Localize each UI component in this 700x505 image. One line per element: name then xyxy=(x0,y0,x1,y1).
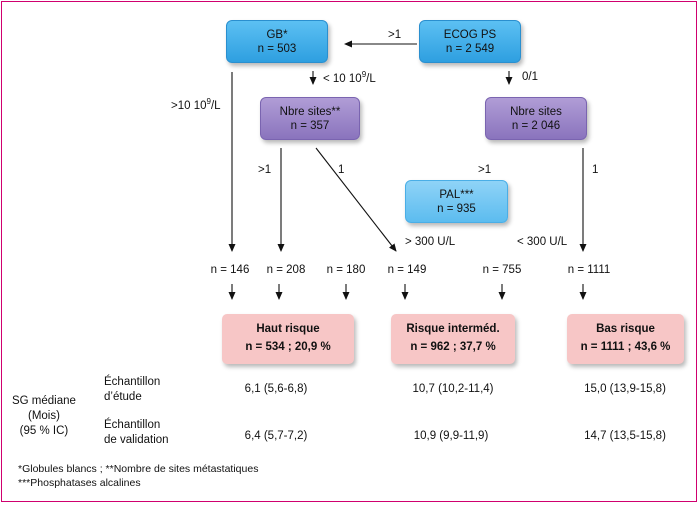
validation-value-intermediate: 10,9 (9,9-11,9) xyxy=(413,430,489,442)
arrow-sites-left-1 xyxy=(315,147,397,252)
node-gb: GB* n = 503 xyxy=(226,20,328,63)
survival-title: SG médiane (Mois) (95 % IC) xyxy=(12,395,76,437)
count-1111: n = 1111 xyxy=(567,264,611,276)
node-sites-right: Nbre sites n = 2 046 xyxy=(485,97,587,140)
risk-group-intermediate-stat: n = 962 ; 37,7 % xyxy=(410,341,496,353)
count-208: n = 208 xyxy=(266,264,306,276)
edge-label-ecog-to-sites: 0/1 xyxy=(522,71,538,83)
count-146: n = 146 xyxy=(210,264,250,276)
node-ecog-count: n = 2 549 xyxy=(445,43,495,55)
node-sites-left: Nbre sites** n = 357 xyxy=(260,97,360,140)
node-gb-count: n = 503 xyxy=(257,43,297,55)
footnotes: *Globules blancs ; **Nombre de sites mét… xyxy=(18,462,258,490)
footnote-2: ***Phosphatases alcalines xyxy=(18,477,141,489)
edge-label-sites-left-gt1: >1 xyxy=(258,164,272,176)
node-sites-right-count: n = 2 046 xyxy=(511,120,561,132)
edge-label-pal-gt1: >1 xyxy=(478,164,492,176)
node-pal-count: n = 935 xyxy=(437,203,476,215)
node-sites-left-count: n = 357 xyxy=(290,120,330,132)
row-label-validation: Échantillon de validation xyxy=(104,419,169,446)
count-180: n = 180 xyxy=(326,264,366,276)
risk-group-low-stat: n = 1111 ; 43,6 % xyxy=(580,341,671,353)
node-pal-label: PAL*** xyxy=(439,189,474,201)
risk-group-high-label: Haut risque xyxy=(256,323,320,335)
risk-group-intermediate-label: Risque interméd. xyxy=(406,323,500,335)
edge-label-gb-to-sites: < 10 109/L xyxy=(323,70,376,85)
node-ecog-label: ECOG PS xyxy=(443,29,497,41)
node-pal: PAL*** n = 935 xyxy=(405,180,508,223)
edge-label-gb-high: >10 109/L xyxy=(171,97,221,112)
count-755: n = 755 xyxy=(482,264,522,276)
risk-group-high-stat: n = 534 ; 20,9 % xyxy=(245,341,331,353)
edge-label-ecog-to-gb: >1 xyxy=(388,29,402,41)
study-value-intermediate: 10,7 (10,2-11,4) xyxy=(412,383,494,395)
node-ecog: ECOG PS n = 2 549 xyxy=(419,20,521,63)
risk-group-intermediate: Risque interméd. n = 962 ; 37,7 % xyxy=(391,314,515,364)
footnote-1: *Globules blancs ; **Nombre de sites mét… xyxy=(18,463,259,475)
count-149: n = 149 xyxy=(387,264,427,276)
node-sites-right-label: Nbre sites xyxy=(510,106,562,118)
node-gb-label: GB* xyxy=(266,29,288,41)
risk-group-low: Bas risque n = 1111 ; 43,6 % xyxy=(567,314,684,364)
edge-label-sites-left-1: 1 xyxy=(338,164,345,176)
row-label-study: Échantillon d’étude xyxy=(104,376,161,403)
edge-label-pal-low: < 300 U/L xyxy=(517,236,568,248)
node-sites-left-label: Nbre sites** xyxy=(279,106,341,118)
study-value-high: 6,1 (5,6-6,8) xyxy=(244,383,308,395)
edge-label-pal-high: > 300 U/L xyxy=(405,236,456,248)
risk-group-high: Haut risque n = 534 ; 20,9 % xyxy=(222,314,354,364)
study-value-low: 15,0 (13,9-15,8) xyxy=(584,383,666,395)
validation-value-low: 14,7 (13,5-15,8) xyxy=(584,430,666,442)
edge-label-sites-right-1: 1 xyxy=(592,164,599,176)
validation-value-high: 6,4 (5,7-7,2) xyxy=(244,430,308,442)
risk-group-low-label: Bas risque xyxy=(596,323,655,335)
